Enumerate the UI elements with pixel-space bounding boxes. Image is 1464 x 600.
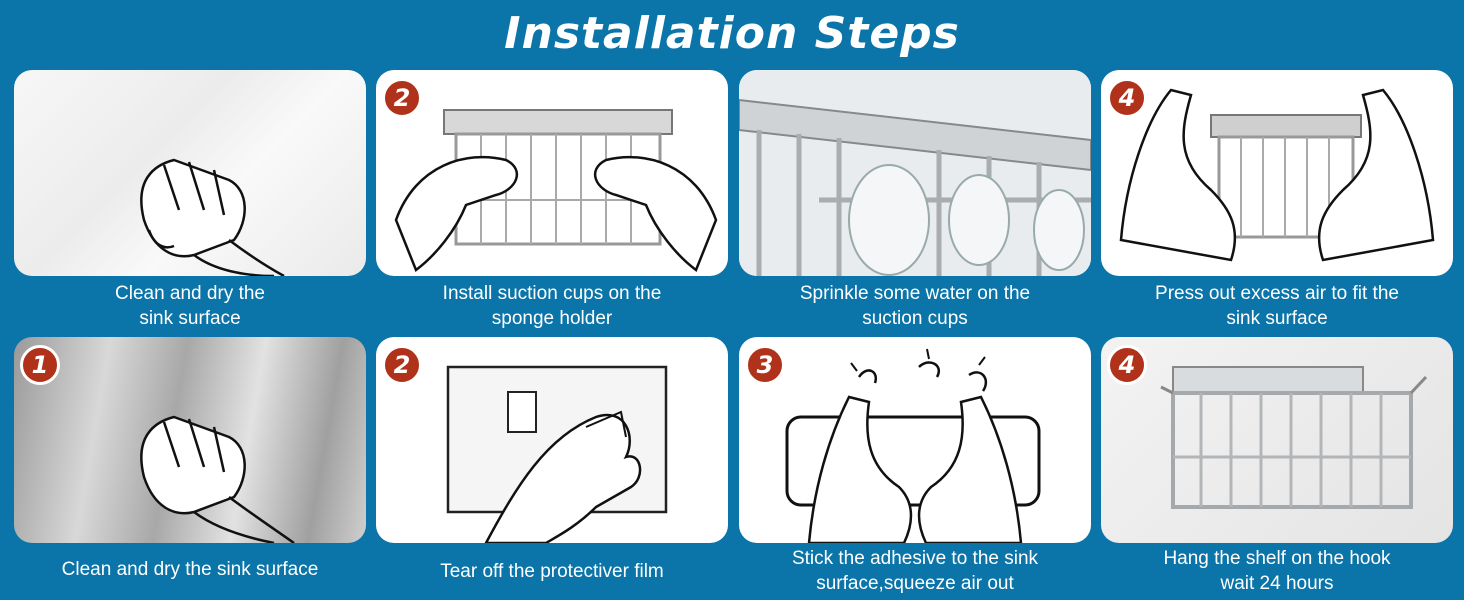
wet-basket-icon <box>739 70 1091 276</box>
step-card-sprinkle-water: 3 <box>739 70 1091 276</box>
hand-wiping-icon <box>140 158 285 276</box>
hanging-shelf-icon <box>1160 366 1428 509</box>
step-card-hang-shelf: 4 <box>1101 337 1453 543</box>
press-adhesive-icon <box>785 348 1041 543</box>
step-card-stick-adhesive: 3 <box>739 337 1091 543</box>
step-badge: 4 <box>1107 345 1147 385</box>
step-card-clean-adhesive: 1 <box>14 337 366 543</box>
step-badge: 2 <box>382 345 422 385</box>
step-card-press-air: 4 <box>1101 70 1453 276</box>
peel-film-icon <box>446 365 668 543</box>
press-basket-icon <box>1119 88 1435 262</box>
step-card-clean-suction <box>14 70 366 276</box>
step-caption: Tear off the protectiver film <box>440 561 664 582</box>
basket-hands-icon <box>394 109 718 272</box>
step-card-install-cups: 2 <box>376 70 728 276</box>
step-badge: 2 <box>382 78 422 118</box>
page-title: Installation Steps <box>504 8 960 59</box>
step-badge: 1 <box>20 345 60 385</box>
step-badge: 4 <box>1107 78 1147 118</box>
step-caption: Clean and dry the sink surface <box>61 559 319 580</box>
step-badge: 3 <box>745 345 785 385</box>
step-card-tear-film: 2 <box>376 337 728 543</box>
hand-wiping-icon <box>140 415 295 543</box>
